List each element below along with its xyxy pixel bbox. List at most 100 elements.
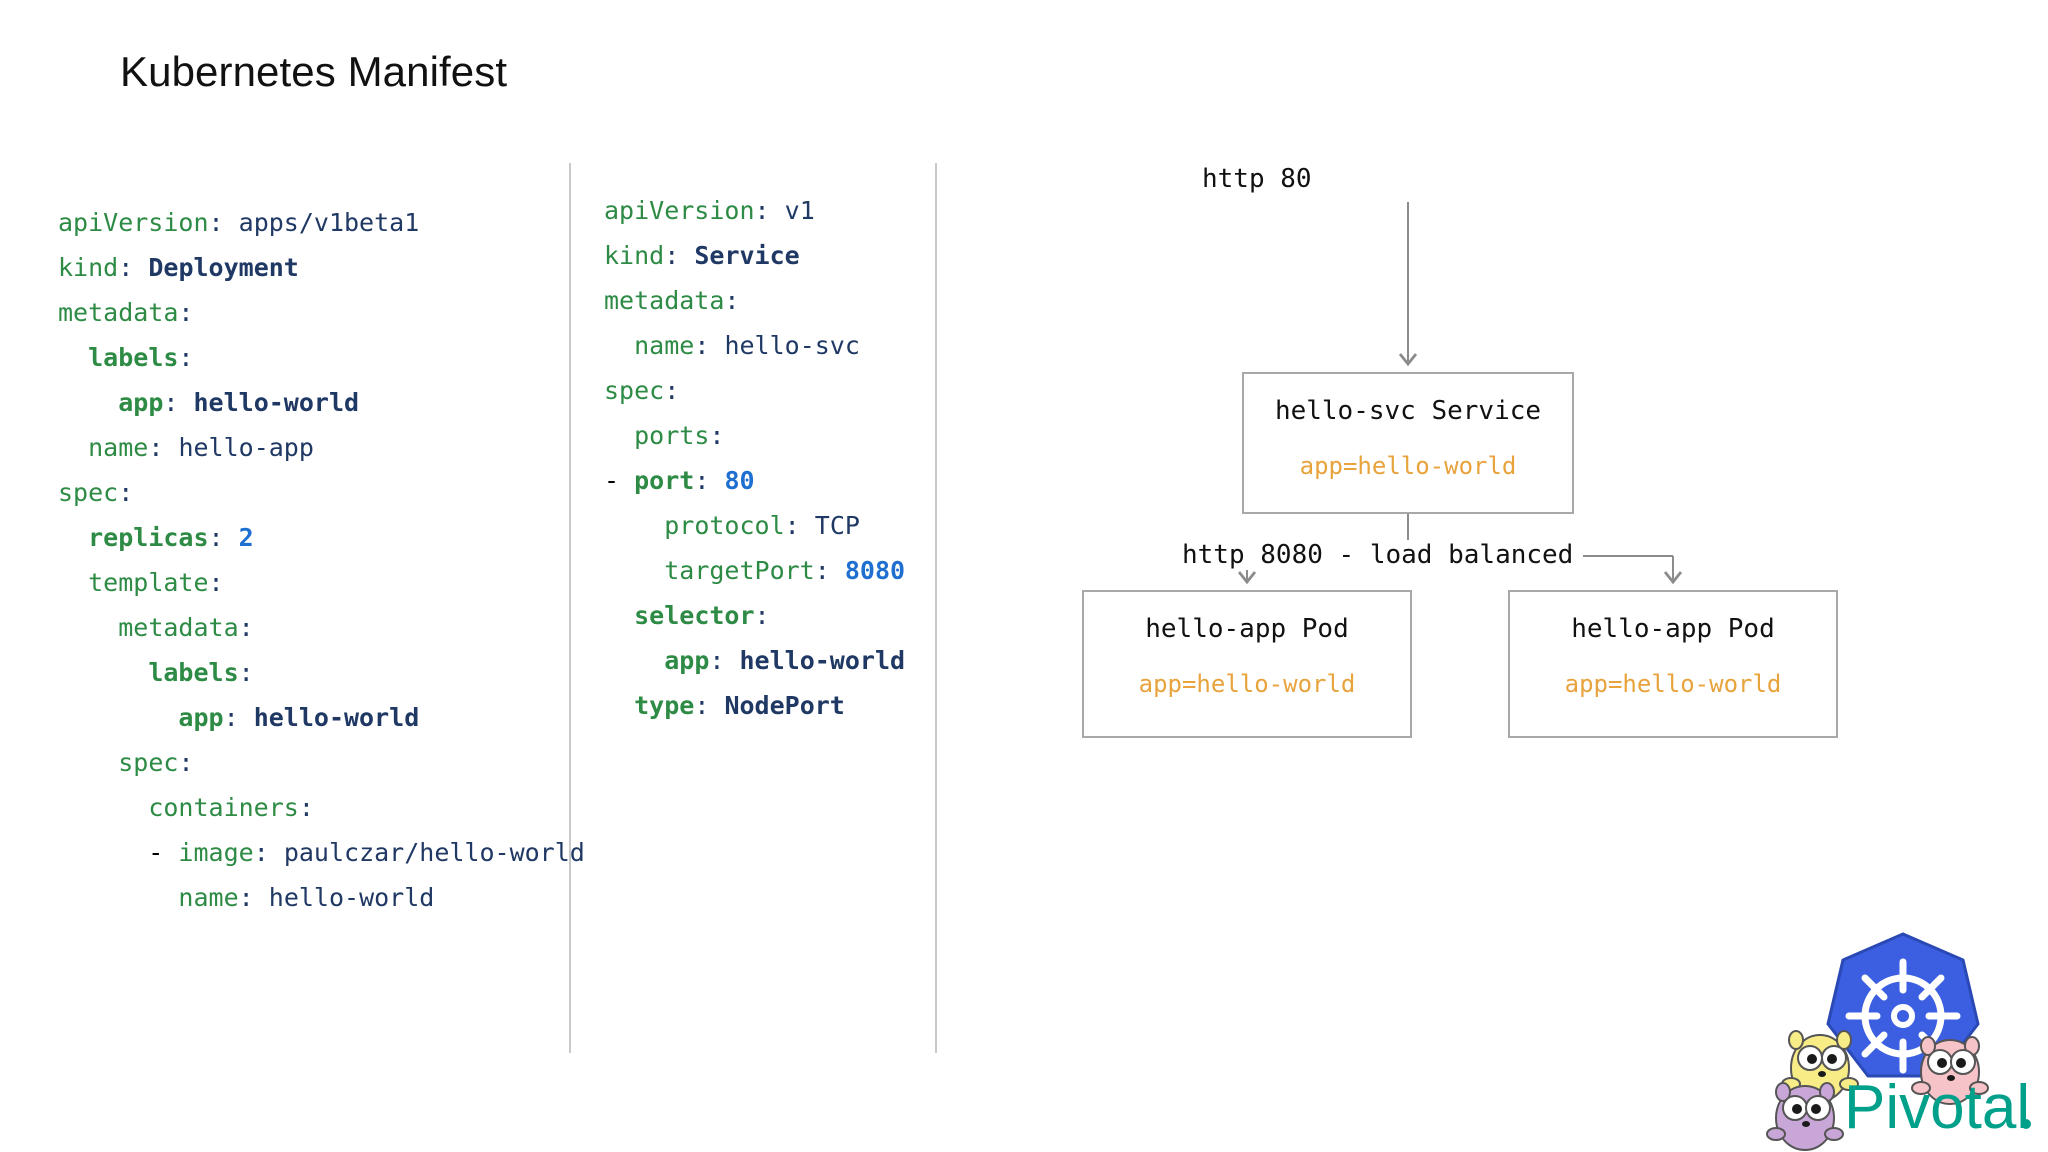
yaml-line: kind: Deployment: [58, 245, 585, 290]
yaml-line: name: hello-svc: [604, 323, 905, 368]
yaml-key: template: [88, 568, 209, 597]
yaml-key: type: [634, 691, 695, 720]
yaml-colon: :: [814, 556, 830, 585]
yaml-colon: :: [178, 298, 194, 327]
footer-logo-group: Pivotal: [1758, 912, 2048, 1152]
yaml-colon: :: [754, 601, 770, 630]
kubernetes-logo: [1826, 932, 1980, 1078]
yaml-line: type: NodePort: [604, 683, 905, 728]
yaml-value: hello-world: [268, 883, 435, 912]
yaml-colon: :: [694, 331, 710, 360]
architecture-diagram: http 80 hello-svc Service app=hello-worl…: [1020, 164, 1900, 810]
yaml-line: kind: Service: [604, 233, 905, 278]
yaml-colon: :: [709, 646, 725, 675]
yaml-line: metadata:: [58, 605, 585, 650]
yaml-key: apiVersion: [58, 208, 209, 237]
ingress-label: http 80: [1202, 164, 1312, 194]
yaml-line: spec:: [58, 740, 585, 785]
pod-node-1-label: app=hello-world: [1138, 670, 1356, 698]
yaml-value: apps/v1beta1: [238, 208, 420, 237]
yaml-colon: :: [724, 286, 740, 315]
yaml-key: app: [118, 388, 164, 417]
yaml-colon: :: [238, 658, 254, 687]
yaml-key: name: [178, 883, 239, 912]
yaml-key: app: [664, 646, 710, 675]
yaml-key: containers: [148, 793, 299, 822]
yaml-line: spec:: [604, 368, 905, 413]
yaml-colon: :: [208, 523, 224, 552]
yaml-key: image: [178, 838, 254, 867]
yaml-colon: :: [148, 433, 164, 462]
yaml-colon: :: [664, 376, 680, 405]
yaml-key: kind: [604, 241, 665, 270]
yaml-colon: :: [238, 883, 254, 912]
yaml-key: name: [634, 331, 695, 360]
yaml-value: Service: [694, 241, 800, 270]
yaml-key: metadata: [118, 613, 239, 642]
yaml-key: spec: [118, 748, 179, 777]
yaml-line: apiVersion: apps/v1beta1: [58, 200, 585, 245]
yaml-key: replicas: [88, 523, 209, 552]
yaml-colon: :: [694, 466, 710, 495]
yaml-colon: :: [118, 253, 134, 282]
page-title: Kubernetes Manifest: [120, 48, 508, 95]
yaml-key: protocol: [664, 511, 785, 540]
yaml-value: 8080: [844, 556, 906, 585]
yaml-line: app: hello-world: [604, 638, 905, 683]
yaml-key: labels: [148, 658, 239, 687]
yaml-colon: :: [208, 568, 224, 597]
yaml-colon: :: [709, 421, 725, 450]
yaml-key: metadata: [604, 286, 725, 315]
yaml-value: 80: [724, 466, 755, 495]
yaml-colon: :: [163, 388, 179, 417]
yaml-value: TCP: [814, 511, 860, 540]
yaml-key: metadata: [58, 298, 179, 327]
yaml-key: name: [88, 433, 149, 462]
yaml-line: ports:: [604, 413, 905, 458]
yaml-line: - image: paulczar/hello-world: [58, 838, 585, 867]
yaml-line: apiVersion: v1: [604, 188, 905, 233]
yaml-key: spec: [58, 478, 119, 507]
yaml-colon: :: [178, 748, 194, 777]
yaml-line: app: hello-world: [58, 380, 585, 425]
yaml-line: spec:: [58, 470, 585, 515]
yaml-colon: :: [118, 478, 134, 507]
pod-node-2-title: hello-app Pod: [1571, 614, 1775, 644]
yaml-colon: :: [238, 613, 254, 642]
yaml-line: name: hello-app: [58, 425, 585, 470]
yaml-line: selector:: [604, 593, 905, 638]
yaml-key: kind: [58, 253, 119, 282]
yaml-line: name: hello-world: [58, 875, 585, 920]
yaml-key: port: [634, 466, 695, 495]
service-node-title: hello-svc Service: [1274, 396, 1542, 426]
yaml-line: labels:: [58, 335, 585, 380]
yaml-value: hello-svc: [724, 331, 860, 360]
yaml-line: labels:: [58, 650, 585, 695]
column-divider-2: [935, 163, 937, 1053]
column-divider-1: [569, 163, 571, 1053]
yaml-line: template:: [58, 560, 585, 605]
go-gopher-mascot: [1911, 1036, 1989, 1105]
yaml-value: Deployment: [148, 253, 299, 282]
loadbalance-label: http 8080 - load balanced: [1172, 540, 1584, 570]
yaml-value: hello-world: [739, 646, 906, 675]
go-gopher-mascot: [1781, 1030, 1859, 1102]
service-node: hello-svc Service app=hello-world: [1242, 372, 1574, 514]
pod-node-1-title: hello-app Pod: [1145, 614, 1349, 644]
yaml-colon: :: [178, 343, 194, 372]
yaml-colon: :: [694, 691, 710, 720]
yaml-value: hello-world: [253, 703, 420, 732]
yaml-colon: :: [664, 241, 680, 270]
yaml-key: app: [178, 703, 224, 732]
yaml-colon: :: [223, 703, 239, 732]
yaml-colon: :: [208, 208, 224, 237]
yaml-value: NodePort: [724, 691, 845, 720]
yaml-colon: :: [253, 838, 269, 867]
yaml-colon: :: [754, 196, 770, 225]
yaml-line: metadata:: [58, 290, 585, 335]
pod-node-2: hello-app Pod app=hello-world: [1508, 590, 1838, 738]
go-gopher-mascot: [1766, 1082, 1844, 1151]
yaml-key: ports: [634, 421, 710, 450]
